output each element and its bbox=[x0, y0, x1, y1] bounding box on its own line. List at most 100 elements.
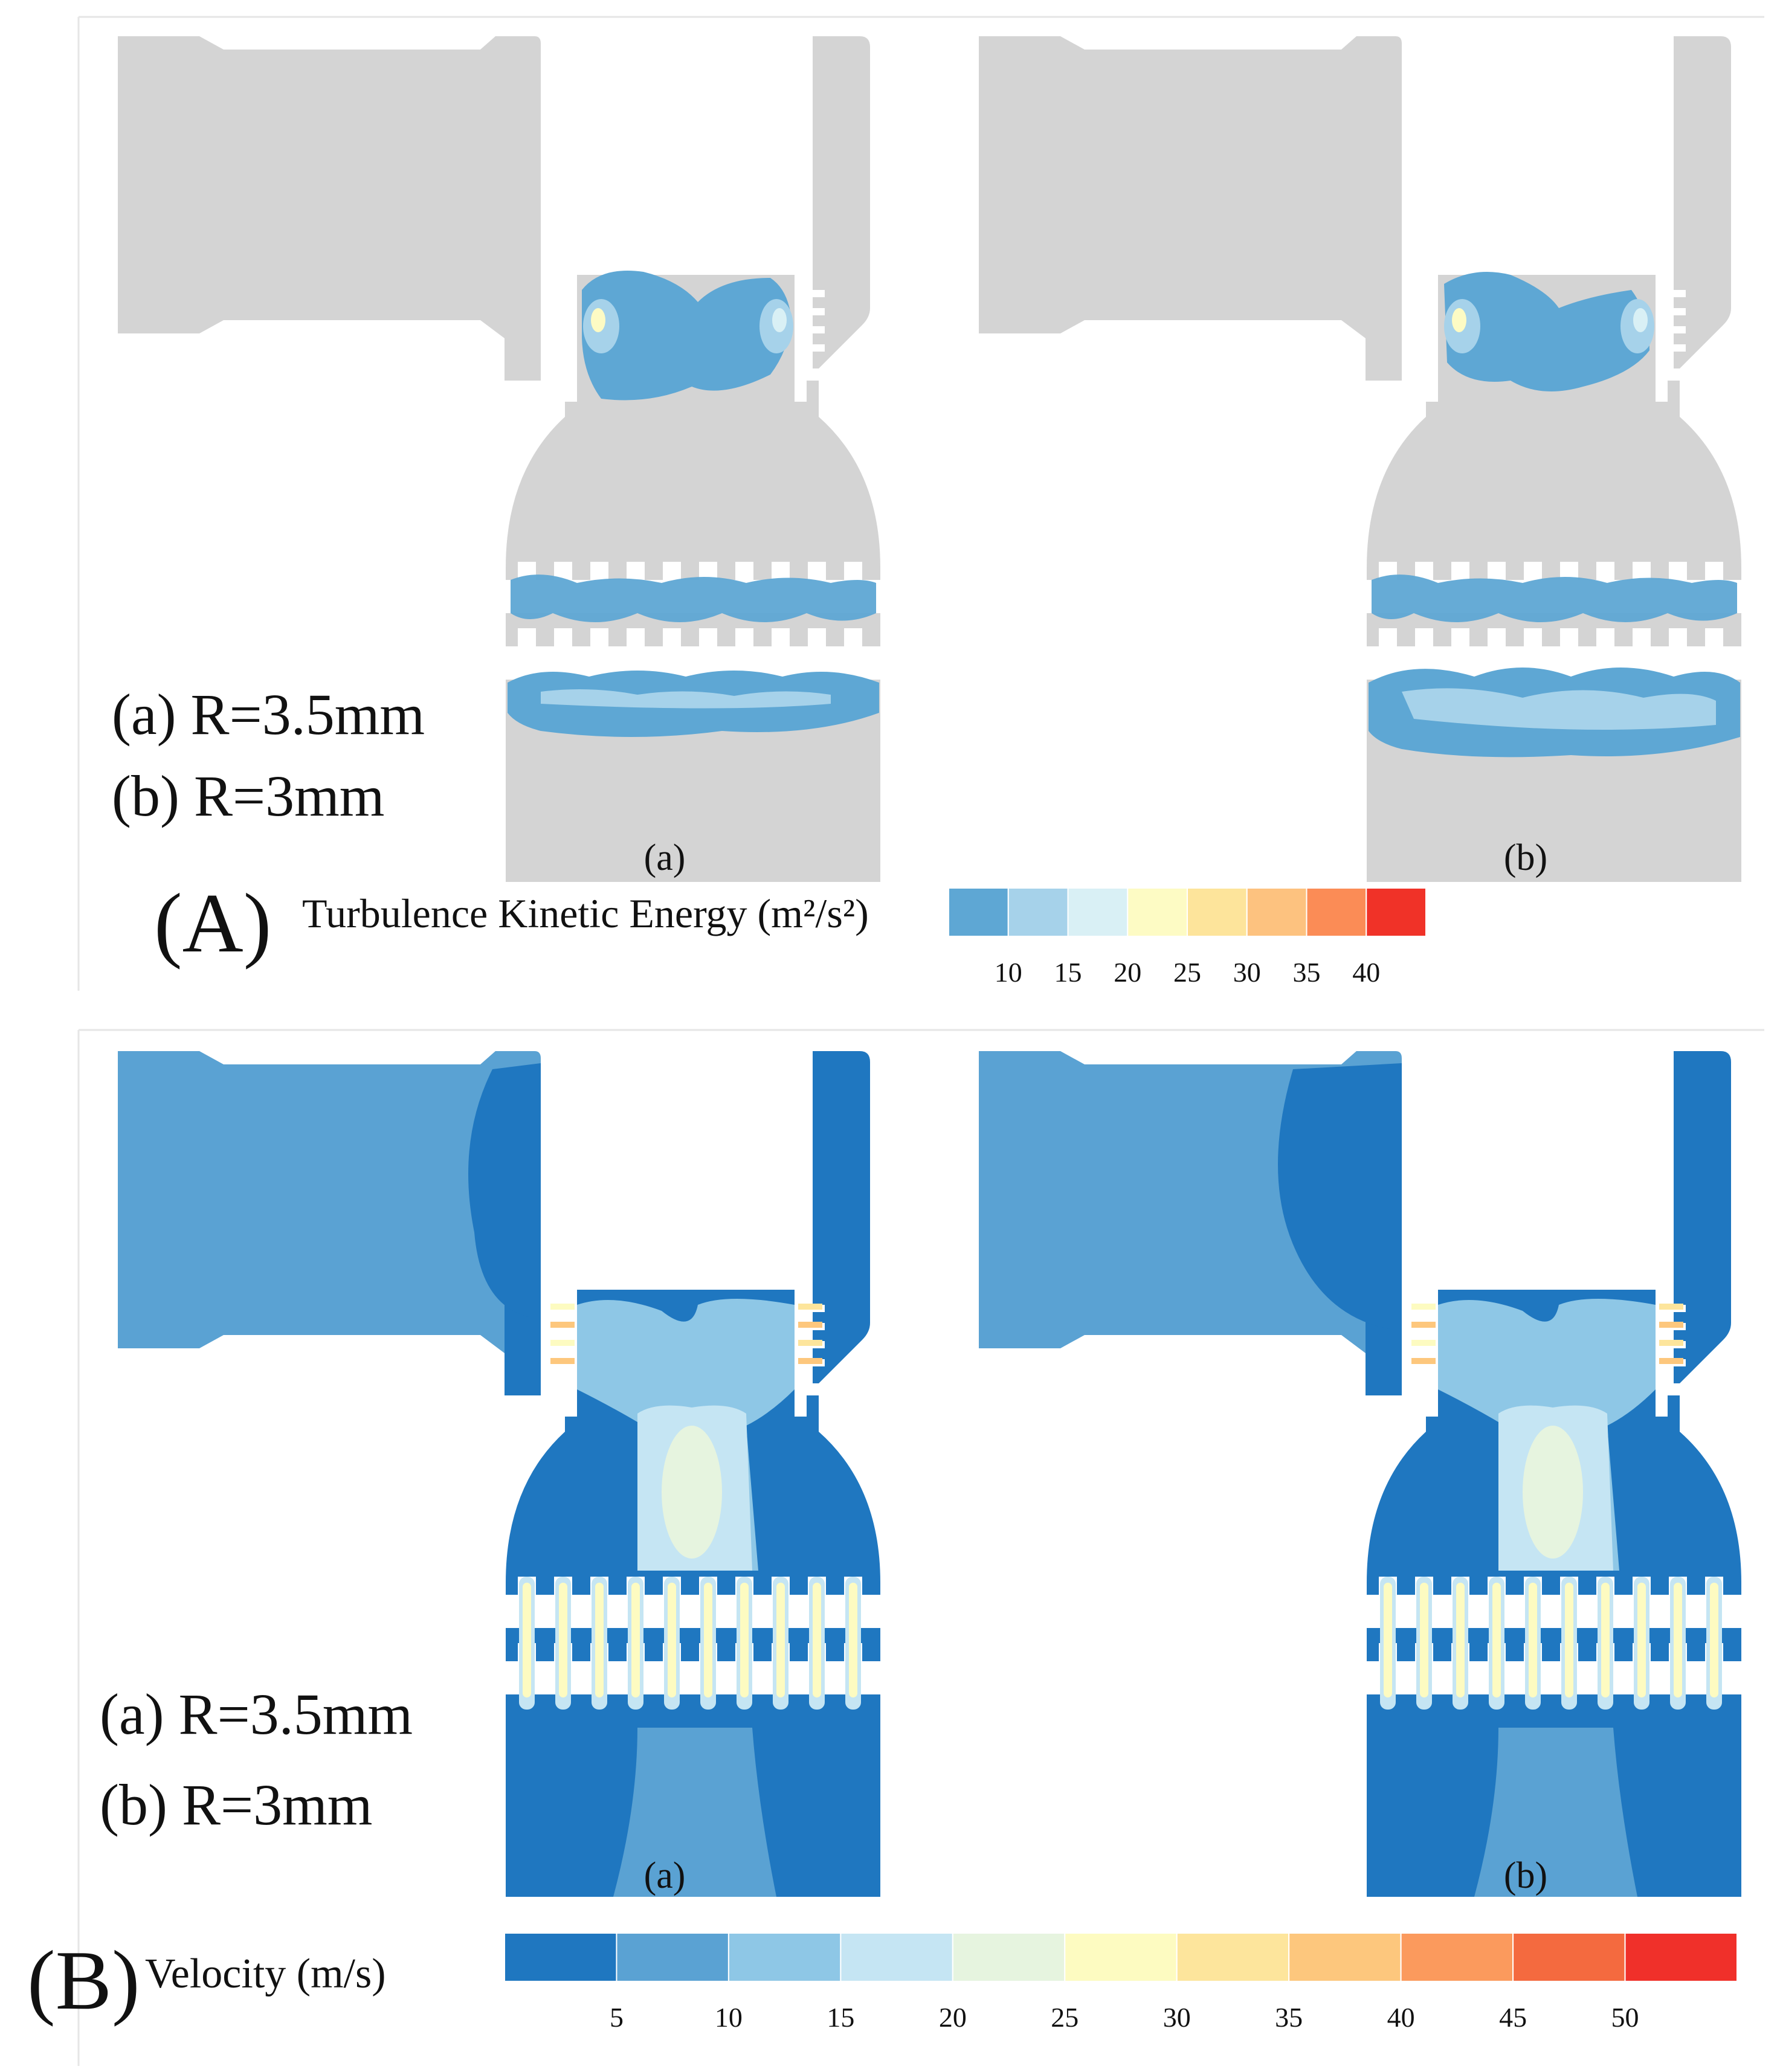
plate-hole bbox=[772, 628, 790, 646]
plate-hole bbox=[735, 562, 753, 580]
legend-B-swatch bbox=[1288, 1932, 1402, 1982]
tke-plate1-band bbox=[1372, 574, 1737, 622]
vel-outlet-wake bbox=[1474, 1728, 1637, 1897]
bonnet-cavity bbox=[541, 1051, 813, 1290]
plate-hole bbox=[699, 628, 717, 646]
cage-slot-left bbox=[1409, 326, 1437, 333]
plate-hole bbox=[808, 562, 826, 580]
vel-plate-jet-core bbox=[1529, 1583, 1537, 1697]
vel-outlet-wake bbox=[613, 1728, 776, 1897]
legend-title-B: Velocity (m/s) bbox=[145, 1951, 386, 1997]
vel-window-jet-left bbox=[550, 1322, 575, 1328]
plate-hole bbox=[1705, 628, 1723, 646]
legend-B-tick: 30 bbox=[1163, 2002, 1191, 2033]
plate-hole bbox=[1451, 562, 1469, 580]
legend-A-swatch bbox=[1007, 887, 1069, 937]
note-b-line1: (a) R=3.5mm bbox=[100, 1682, 413, 1746]
vel-plate-jet-core bbox=[1420, 1583, 1428, 1697]
cage-slot-left bbox=[548, 308, 576, 315]
legend-B-swatch bbox=[504, 1932, 618, 1982]
legend-B-swatch bbox=[616, 1932, 729, 1982]
legend-A-swatch bbox=[948, 887, 1009, 937]
vel-plate-jet-core bbox=[704, 1583, 712, 1697]
vel-window-jet-left bbox=[1411, 1304, 1436, 1310]
plate-hole bbox=[1451, 628, 1469, 646]
valve-tke-b bbox=[979, 36, 1741, 882]
legend-B-swatch bbox=[1624, 1932, 1738, 1982]
tke-jet-region bbox=[1444, 272, 1649, 391]
bonnet-cavity bbox=[1402, 1051, 1674, 1290]
seat-gap-left bbox=[1426, 1392, 1438, 1417]
legend-title-A: Turbulence Kinetic Energy (m²/s²) bbox=[302, 890, 869, 936]
vel-plate-jet-core bbox=[1674, 1583, 1682, 1697]
plate-hole bbox=[1633, 562, 1651, 580]
caption-a: (a) bbox=[644, 1855, 686, 1896]
legend-A-swatch bbox=[1127, 887, 1188, 937]
tke-peak-right bbox=[772, 308, 787, 332]
legend-B-tick: 45 bbox=[1499, 2002, 1527, 2033]
plate-hole bbox=[844, 628, 862, 646]
inlet-pipe bbox=[118, 36, 541, 338]
seat-gap-right bbox=[795, 378, 807, 402]
caption-b: (b) bbox=[1504, 837, 1547, 878]
vel-window-jet-right bbox=[1659, 1304, 1683, 1310]
chamber bbox=[505, 1290, 880, 1897]
note-b-line2: (b) R=3mm bbox=[100, 1772, 372, 1837]
legend-A-swatch bbox=[1366, 887, 1427, 937]
vel-plate-jet-core bbox=[1565, 1583, 1573, 1697]
tke-jet-region bbox=[582, 271, 792, 401]
vel-inlet-wall-layer bbox=[1278, 1063, 1402, 1329]
plate-hole bbox=[1379, 628, 1397, 646]
cage-slot-right bbox=[797, 344, 825, 352]
seat-gap-left bbox=[565, 378, 577, 402]
legend-A-swatch bbox=[1187, 887, 1248, 937]
seat-gap-right bbox=[1656, 378, 1668, 402]
plate-hole bbox=[735, 628, 753, 646]
chamber bbox=[1366, 1290, 1741, 1897]
plate-hole bbox=[1633, 628, 1651, 646]
cage-slot-left bbox=[1409, 344, 1437, 352]
legend-B-swatch bbox=[1400, 1932, 1514, 1982]
vel-window-jet-right bbox=[798, 1340, 822, 1346]
plate-hole bbox=[1415, 628, 1433, 646]
legend-B-tick: 15 bbox=[827, 2002, 854, 2033]
plate-hole bbox=[1596, 628, 1614, 646]
vel-plate-jet-core bbox=[559, 1583, 567, 1697]
riser-wall bbox=[813, 1051, 870, 1383]
vel-plate-jet-core bbox=[1384, 1583, 1392, 1697]
cage-slot-right bbox=[797, 308, 825, 315]
plate-hole bbox=[1596, 562, 1614, 580]
legend-B-tick: 35 bbox=[1275, 2002, 1303, 2033]
plate-hole bbox=[554, 628, 572, 646]
valve-vel-a bbox=[118, 1051, 880, 1897]
cage-slot-left bbox=[1409, 290, 1437, 297]
legend-A-tick: 20 bbox=[1114, 957, 1141, 988]
bonnet-cavity bbox=[541, 36, 813, 275]
vel-window-jet-right bbox=[798, 1322, 822, 1328]
legend-B-tick: 50 bbox=[1611, 2002, 1639, 2033]
inlet-pipe bbox=[979, 36, 1402, 338]
tke-outlet-core bbox=[1402, 688, 1716, 730]
legend-B-swatch bbox=[952, 1932, 1066, 1982]
cage-slot-left bbox=[548, 326, 576, 333]
vel-window-jet-right bbox=[1659, 1340, 1683, 1346]
plate-hole bbox=[844, 562, 862, 580]
vel-plate-jet-core bbox=[595, 1583, 604, 1697]
plate-hole bbox=[1669, 562, 1687, 580]
legend-A-tick: 30 bbox=[1233, 957, 1261, 988]
vel-inlet-core bbox=[118, 1066, 486, 1335]
legend-A-swatch bbox=[1067, 887, 1129, 937]
seat-gap-right bbox=[795, 1392, 807, 1417]
vel-window-jet-left bbox=[1411, 1322, 1436, 1328]
cage-slot-right bbox=[797, 290, 825, 297]
plate-hole bbox=[1524, 562, 1542, 580]
legend-A-swatch bbox=[1246, 887, 1308, 937]
legend-A-tick: 15 bbox=[1054, 957, 1082, 988]
plate-hole bbox=[1669, 628, 1687, 646]
legend-B-tick: 5 bbox=[610, 2002, 624, 2033]
bonnet-cavity bbox=[1402, 36, 1674, 275]
plate-hole bbox=[1560, 628, 1578, 646]
vel-plate-jet-core bbox=[523, 1583, 531, 1697]
legend-B-swatch bbox=[1176, 1932, 1290, 1982]
plate-hole bbox=[590, 628, 608, 646]
